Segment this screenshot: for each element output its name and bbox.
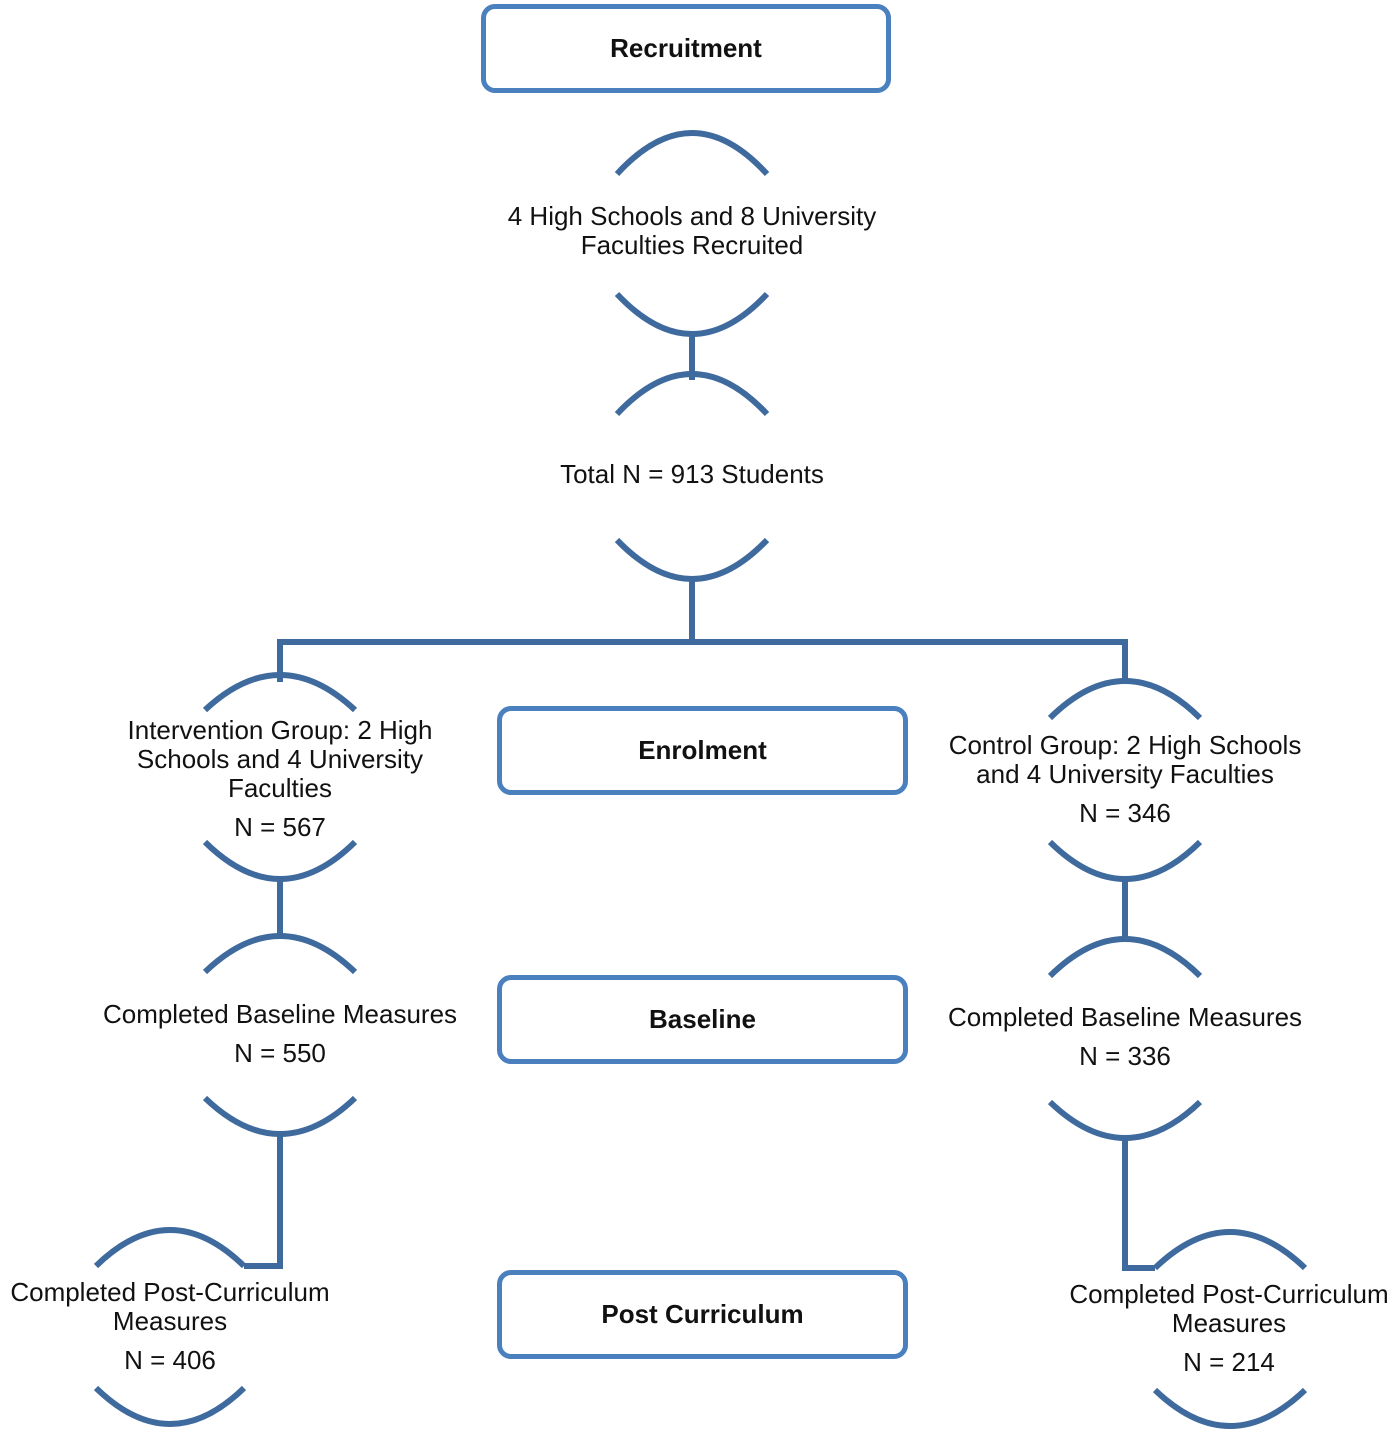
- connector-intervention-post: [244, 1134, 283, 1269]
- control-baseline-count: N = 336: [1079, 1041, 1171, 1071]
- stage-baseline: Baseline: [497, 975, 908, 1064]
- control-node: Control Group: 2 High Schools and 4 Univ…: [925, 731, 1325, 828]
- total-node-text: Total N = 913 Students: [560, 459, 824, 489]
- stage-enrolment-label: Enrolment: [638, 735, 767, 765]
- control-baseline-bottom-arc: [1047, 1099, 1203, 1141]
- control-post-count: N = 214: [1183, 1347, 1275, 1377]
- intervention-post-top-arc: [93, 1227, 247, 1269]
- control-post-node: Completed Post-Curriculum Measures N = 2…: [1058, 1280, 1400, 1377]
- control-post-text: Completed Post-Curriculum Measures: [1069, 1279, 1389, 1338]
- recruited-node-top-arc: [614, 130, 770, 177]
- control-node-text: Control Group: 2 High Schools and 4 Univ…: [948, 730, 1302, 789]
- intervention-post-bottom-arc: [93, 1385, 247, 1427]
- stage-recruitment-label: Recruitment: [610, 33, 762, 63]
- control-post-bottom-arc: [1152, 1387, 1308, 1429]
- control-baseline-top-arc: [1047, 936, 1203, 979]
- intervention-post-node: Completed Post-Curriculum Measures N = 4…: [0, 1278, 340, 1375]
- stage-enrolment: Enrolment: [497, 706, 908, 795]
- connector-branch-horizontal: [277, 639, 1128, 682]
- intervention-node: Intervention Group: 2 High Schools and 4…: [110, 716, 450, 842]
- intervention-baseline-bottom-arc: [202, 1095, 358, 1137]
- control-baseline-text: Completed Baseline Measures: [947, 1002, 1303, 1032]
- total-node: Total N = 913 Students: [502, 460, 882, 489]
- intervention-node-bottom-arc: [202, 839, 358, 882]
- intervention-node-count: N = 567: [234, 812, 326, 842]
- intervention-node-text: Intervention Group: 2 High Schools and 4…: [127, 715, 433, 803]
- stage-baseline-label: Baseline: [649, 1004, 756, 1034]
- intervention-baseline-top-arc: [202, 933, 358, 975]
- intervention-post-text: Completed Post-Curriculum Measures: [10, 1277, 330, 1336]
- control-node-top-arc: [1047, 678, 1203, 721]
- intervention-baseline-node: Completed Baseline Measures N = 550: [80, 1000, 480, 1068]
- recruited-node-bottom-arc: [614, 291, 770, 337]
- total-node-bottom-arc: [614, 537, 770, 582]
- stage-recruitment: Recruitment: [481, 4, 891, 93]
- control-post-top-arc: [1152, 1229, 1308, 1271]
- stage-post-curriculum: Post Curriculum: [497, 1270, 908, 1359]
- control-baseline-node: Completed Baseline Measures N = 336: [925, 1003, 1325, 1071]
- control-node-count: N = 346: [1079, 798, 1171, 828]
- control-node-bottom-arc: [1047, 839, 1203, 882]
- intervention-baseline-text: Completed Baseline Measures: [102, 999, 458, 1029]
- recruited-node: 4 High Schools and 8 University Facultie…: [502, 202, 882, 260]
- intervention-post-count: N = 406: [124, 1345, 216, 1375]
- recruited-node-text: 4 High Schools and 8 University Facultie…: [507, 201, 877, 260]
- intervention-baseline-count: N = 550: [234, 1038, 326, 1068]
- stage-post-curriculum-label: Post Curriculum: [601, 1299, 804, 1329]
- connector-control-post: [1122, 1138, 1155, 1271]
